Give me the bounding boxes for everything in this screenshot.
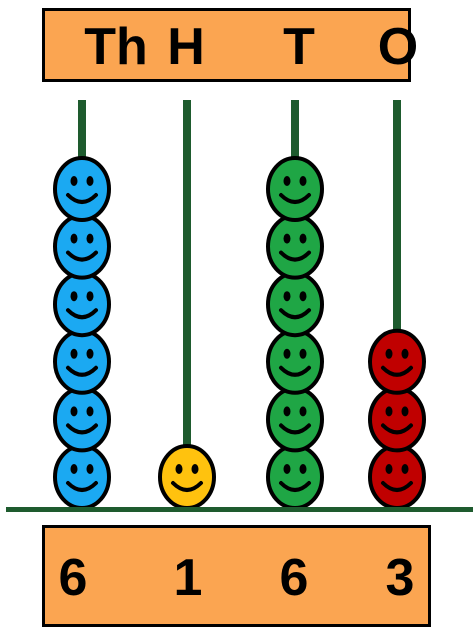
digit-thousands: 6 — [38, 548, 108, 608]
digit-ones: 3 — [365, 548, 435, 608]
digit-tens: 6 — [259, 548, 329, 608]
bead-t-5 — [268, 216, 322, 278]
bead-th-4 — [55, 273, 109, 335]
digit-hundreds: 1 — [153, 548, 223, 608]
bead-o-3 — [370, 331, 424, 393]
bead-t-1 — [268, 446, 322, 508]
bead-th-3 — [55, 331, 109, 393]
bead-th-1 — [55, 446, 109, 508]
digit-value-box: 6 1 6 3 — [42, 525, 431, 627]
bead-th-5 — [55, 216, 109, 278]
bead-o-2 — [370, 388, 424, 450]
abacus-base — [6, 507, 473, 512]
bead-t-4 — [268, 273, 322, 335]
bead-th-6 — [55, 158, 109, 220]
bead-t-2 — [268, 388, 322, 450]
bead-t-3 — [268, 331, 322, 393]
bead-t-6 — [268, 158, 322, 220]
bead-th-2 — [55, 388, 109, 450]
bead-o-1 — [370, 446, 424, 508]
bead-h-1 — [160, 446, 214, 508]
